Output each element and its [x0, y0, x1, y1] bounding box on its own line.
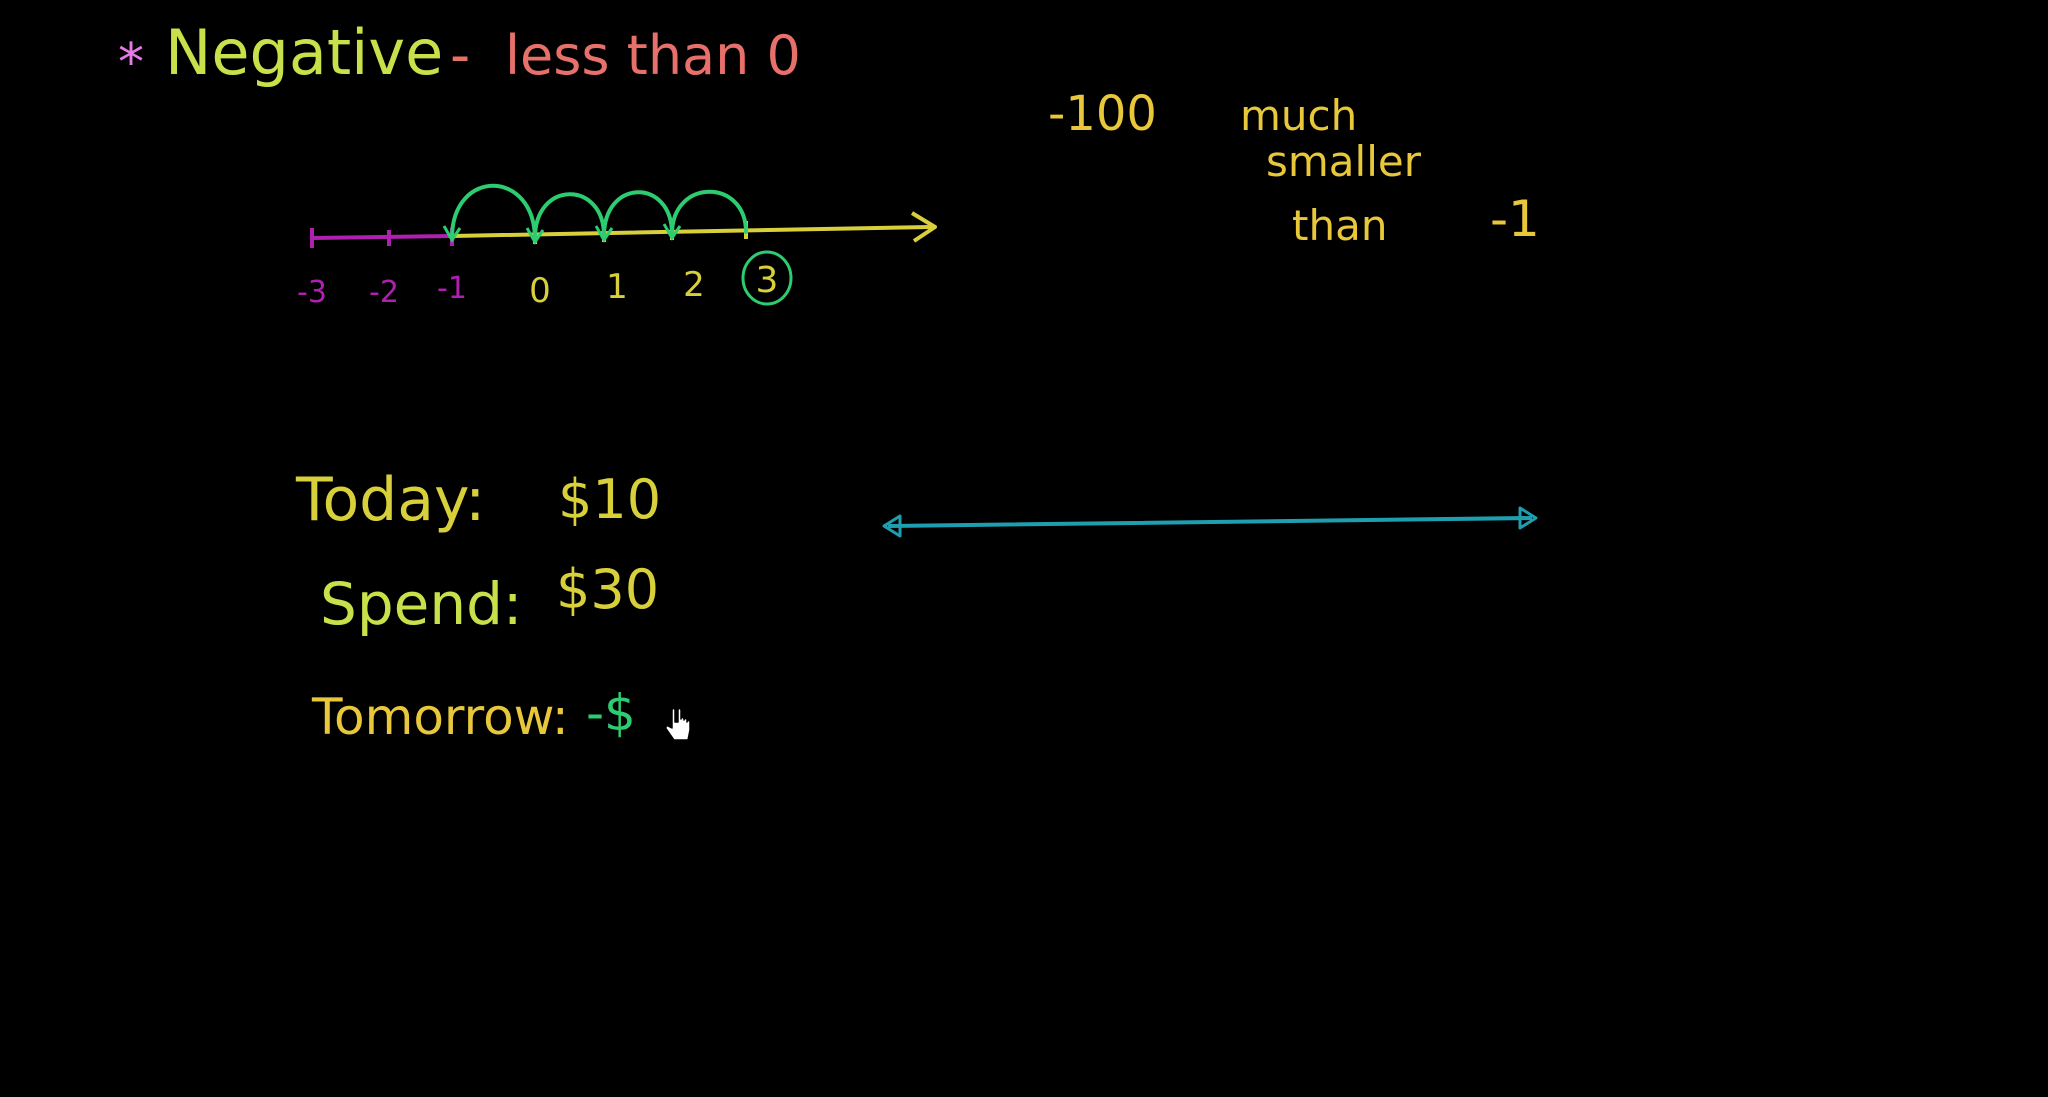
- blank-line-segment: [888, 516, 1532, 528]
- circled-answer-label: 3: [756, 260, 779, 301]
- hop-arrowhead-icon: [442, 225, 462, 243]
- right-arrowhead-icon: [1518, 506, 1538, 530]
- title-asterisk: *: [118, 33, 144, 93]
- number-line-hops: -3 -2 -1 0 1 2 3: [297, 183, 937, 311]
- hop-arrowhead-icon: [662, 223, 682, 241]
- hand-cursor-icon: [665, 707, 691, 741]
- blank-number-line: [882, 506, 1538, 538]
- title-definition: less than 0: [505, 24, 801, 87]
- positive-segment: [450, 225, 932, 238]
- tick-label: 2: [683, 265, 705, 305]
- negative-segment: [310, 234, 454, 240]
- spend-label: Spend:: [320, 570, 522, 638]
- tick-label: -2: [369, 275, 399, 310]
- tick-label: -1: [437, 271, 467, 306]
- tomorrow-value: -$: [586, 684, 636, 742]
- title-word-negative: Negative: [165, 16, 443, 89]
- today-label: Today:: [295, 465, 485, 535]
- tick-label: 1: [606, 267, 628, 307]
- hop-arrowhead-icon: [525, 227, 545, 245]
- comparison-phrase-line1: much: [1240, 91, 1357, 140]
- today-value: $10: [558, 468, 661, 531]
- comparison-left-value: -100: [1048, 86, 1157, 142]
- comparison-phrase-line3: than: [1292, 201, 1387, 250]
- comparison-phrase-line2: smaller: [1266, 137, 1422, 186]
- tick-label: -3: [297, 275, 327, 310]
- circled-answer-ring: [741, 250, 793, 306]
- hop-arrowhead-icon: [594, 225, 614, 243]
- title: * Negative - less than 0: [118, 16, 801, 93]
- hop-arc: [450, 183, 537, 242]
- comparison-right-value: -1: [1490, 190, 1540, 248]
- title-dash: -: [450, 23, 470, 88]
- tomorrow-label: Tomorrow:: [311, 688, 569, 746]
- tick-label: 0: [529, 271, 551, 311]
- hop-arc: [670, 189, 748, 236]
- spend-value: $30: [556, 558, 659, 621]
- comparison-note: -100 much smaller than -1: [1048, 86, 1540, 250]
- arrow-head-icon: [910, 211, 937, 243]
- money-example: Today: $10 Spend: $30 Tomorrow: -$: [295, 465, 661, 746]
- left-arrowhead-icon: [882, 514, 902, 538]
- hop-arc: [602, 190, 674, 238]
- hop-arc: [533, 192, 606, 240]
